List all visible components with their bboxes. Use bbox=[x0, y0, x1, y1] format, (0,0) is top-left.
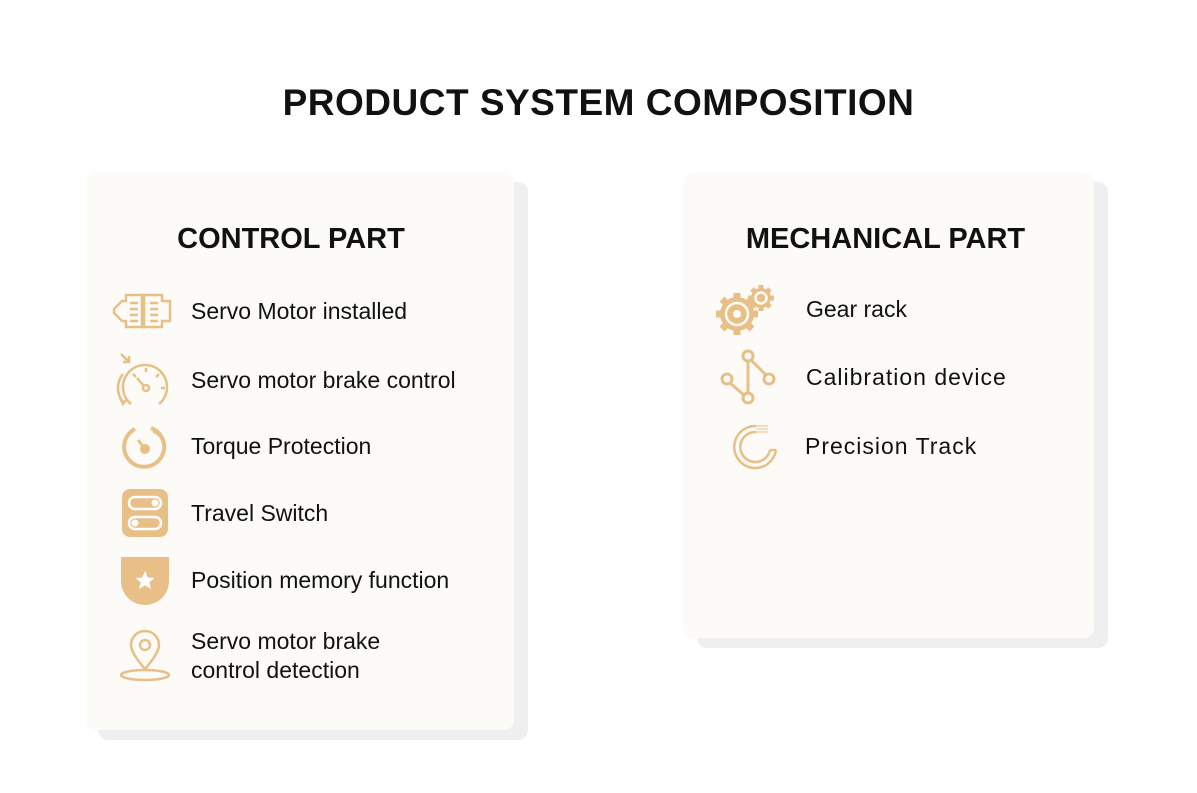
mechanical-part-heading: MECHANICAL PART bbox=[745, 223, 1026, 255]
motor-icon bbox=[112, 281, 173, 341]
control-item-label: Position memory function bbox=[191, 567, 450, 593]
mechanical-item-label: Calibration device bbox=[806, 364, 1007, 390]
control-item-label: Torque Protection bbox=[191, 433, 372, 459]
control-part-heading: CONTROL PART bbox=[177, 223, 405, 255]
control-item-label: Servo motor brake bbox=[191, 628, 381, 654]
mechanical-part-card: MECHANICAL PART bbox=[683, 172, 1094, 638]
control-item-label: Servo Motor installed bbox=[191, 298, 408, 324]
star-shield-icon bbox=[115, 550, 175, 610]
toggle-switch-icon bbox=[115, 483, 175, 543]
control-item-label-line2: control detection bbox=[191, 657, 360, 683]
speedometer-icon bbox=[113, 350, 173, 410]
control-item-label: Travel Switch bbox=[191, 500, 329, 526]
mechanical-item-label: Gear rack bbox=[806, 296, 907, 322]
mechanical-item-label: Precision Track bbox=[805, 433, 978, 459]
location-pin-icon bbox=[115, 626, 175, 686]
gears-icon bbox=[715, 280, 775, 340]
page-title: PRODUCT SYSTEM COMPOSITION bbox=[282, 82, 915, 123]
control-item-label: Servo motor brake control bbox=[191, 367, 456, 393]
nodes-icon bbox=[718, 347, 778, 407]
track-icon bbox=[725, 417, 785, 477]
gauge-icon bbox=[115, 417, 175, 477]
